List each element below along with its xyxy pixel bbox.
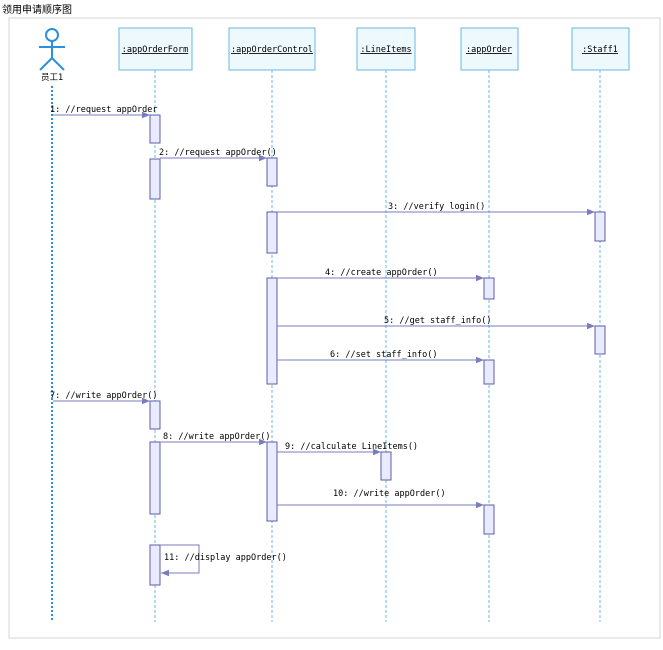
activation-bar <box>483 504 495 535</box>
message-label-6: 6: //set staff_info() <box>330 350 437 360</box>
activation-bar <box>594 325 606 355</box>
activation-bar <box>149 158 161 200</box>
actor-stick-figure-icon <box>39 28 65 71</box>
lifeline-appOrderForm: :appOrderForm <box>118 27 193 622</box>
lifeline-label: :appOrder <box>466 45 512 55</box>
activation-bar <box>266 277 278 385</box>
actor-name: 员工1 <box>41 73 63 83</box>
lifeline-label: :Staff1 <box>582 45 618 55</box>
activation-bar <box>483 359 495 385</box>
diagram-title: 领用申请顺序图 <box>2 3 72 16</box>
activation-bar <box>594 211 606 242</box>
lifeline-label: :appOrderControl <box>231 45 313 55</box>
lifeline-Staff1: :Staff1 <box>571 27 630 622</box>
activation-bar <box>266 157 278 187</box>
message-arrow-11-self <box>160 544 200 577</box>
activation-bar <box>149 114 161 144</box>
messages <box>53 111 595 577</box>
diagram-border <box>8 17 661 639</box>
message-label-3: 3: //verify login() <box>388 202 485 212</box>
activation-bar <box>266 211 278 254</box>
message-label-9: 9: //calculate LineItems() <box>285 442 418 452</box>
activation-bar <box>149 441 161 515</box>
activation-bars <box>149 114 606 586</box>
activation-bar <box>266 441 278 522</box>
activation-bar <box>149 400 161 430</box>
message-label-8: 8: //write appOrder() <box>163 432 270 442</box>
lifeline-LineItems: :LineItems <box>356 27 416 622</box>
message-label-4: 4: //create appOrder() <box>325 268 438 278</box>
actor: 员工1 <box>39 28 65 83</box>
message-label-1: 1: //request appOrder <box>50 105 157 115</box>
message-label-7: 7: //write appOrder() <box>50 391 157 401</box>
activation-bar <box>149 544 161 586</box>
lifeline-label: :appOrderForm <box>122 45 189 55</box>
activation-bar <box>483 277 495 300</box>
message-label-11: 11: //display appOrder() <box>164 553 287 563</box>
lifeline-label: :LineItems <box>360 45 411 55</box>
message-label-2: 2: //request appOrder() <box>159 148 277 158</box>
message-label-5: 5: //get staff_info() <box>384 316 491 326</box>
activation-bar <box>380 451 392 481</box>
message-label-10: 10: //write appOrder() <box>333 489 446 499</box>
